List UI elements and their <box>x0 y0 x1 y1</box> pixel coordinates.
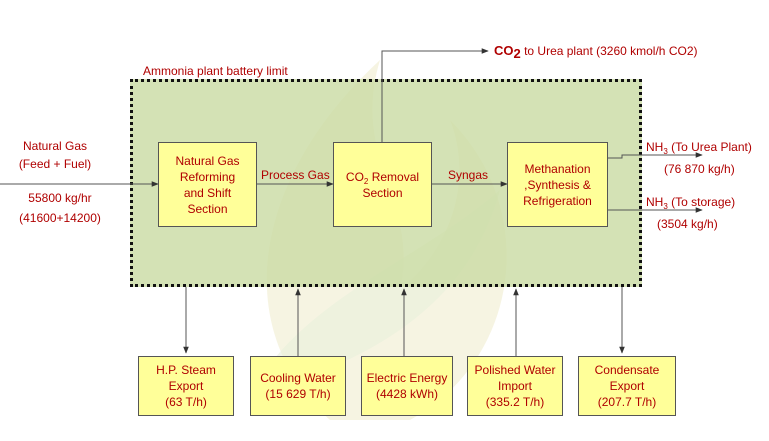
utility-text: Cooling Water <box>260 371 336 385</box>
unit-text: Section <box>362 185 403 200</box>
utility-text: (4428 kWh) <box>375 387 439 401</box>
unit-text: and Shift <box>183 185 232 200</box>
utility-text: Export <box>168 379 204 393</box>
unit-text: Methanation <box>524 161 591 176</box>
utility-text: Condensate <box>594 363 660 377</box>
methanation-synthesis-section: Methanation ,Synthesis & Refrigeration <box>507 142 608 227</box>
utility-text: Polished Water <box>474 363 556 377</box>
utility-text: (63 T/h) <box>165 395 207 409</box>
battery-limit-label: Ammonia plant battery limit <box>143 64 288 78</box>
feed-name-line2: (Feed + Fuel) <box>18 157 92 171</box>
utility-text: Electric Energy <box>366 371 448 385</box>
polished-water-box: Polished Water Import (335.2 T/h) <box>467 356 563 416</box>
utility-text: (207.7 T/h) <box>597 395 657 409</box>
unit-text: Reforming <box>179 169 236 184</box>
feed-name-line1: Natural Gas <box>22 139 88 153</box>
unit-text: Refrigeration <box>523 193 592 208</box>
co2-removal-section: CO2 Removal Section <box>333 142 432 227</box>
utility-text: (335.2 T/h) <box>485 395 545 409</box>
cooling-water-box: Cooling Water (15 629 T/h) <box>250 356 346 416</box>
utility-text: Export <box>609 379 645 393</box>
utility-text: (15 629 T/h) <box>265 387 331 401</box>
co2-output-label: CO2 to Urea plant (3260 kmol/h CO2) <box>494 43 698 61</box>
reforming-shift-section: Natural Gas Reforming and Shift Section <box>158 142 257 227</box>
nh3-storage-flow: (3504 kg/h) <box>657 217 718 231</box>
arrow-co2 <box>381 48 489 142</box>
arrow-nh3-urea <box>608 152 703 159</box>
nh3-urea-label: NH3 (To Urea Plant) <box>646 140 752 156</box>
unit-text: CO2 Removal <box>345 169 420 186</box>
condensate-export-box: Condensate Export (207.7 T/h) <box>578 356 676 416</box>
nh3-storage-label: NH3 (To storage) <box>646 195 736 211</box>
unit-text: Section <box>187 201 228 216</box>
utility-text: H.P. Steam <box>156 363 216 377</box>
unit-text: Natural Gas <box>175 153 240 168</box>
feed-split: (41600+14200) <box>19 211 101 225</box>
electric-energy-box: Electric Energy (4428 kWh) <box>361 356 453 416</box>
unit-text: ,Synthesis & <box>524 177 591 192</box>
stream-process-gas: Process Gas <box>261 168 330 182</box>
feed-flow: 55800 kg/hr <box>28 191 92 205</box>
nh3-urea-flow: (76 870 kg/h) <box>664 162 735 176</box>
hp-steam-export-box: H.P. Steam Export (63 T/h) <box>138 356 234 416</box>
utility-text: Import <box>497 379 532 393</box>
stream-syngas: Syngas <box>448 168 489 182</box>
